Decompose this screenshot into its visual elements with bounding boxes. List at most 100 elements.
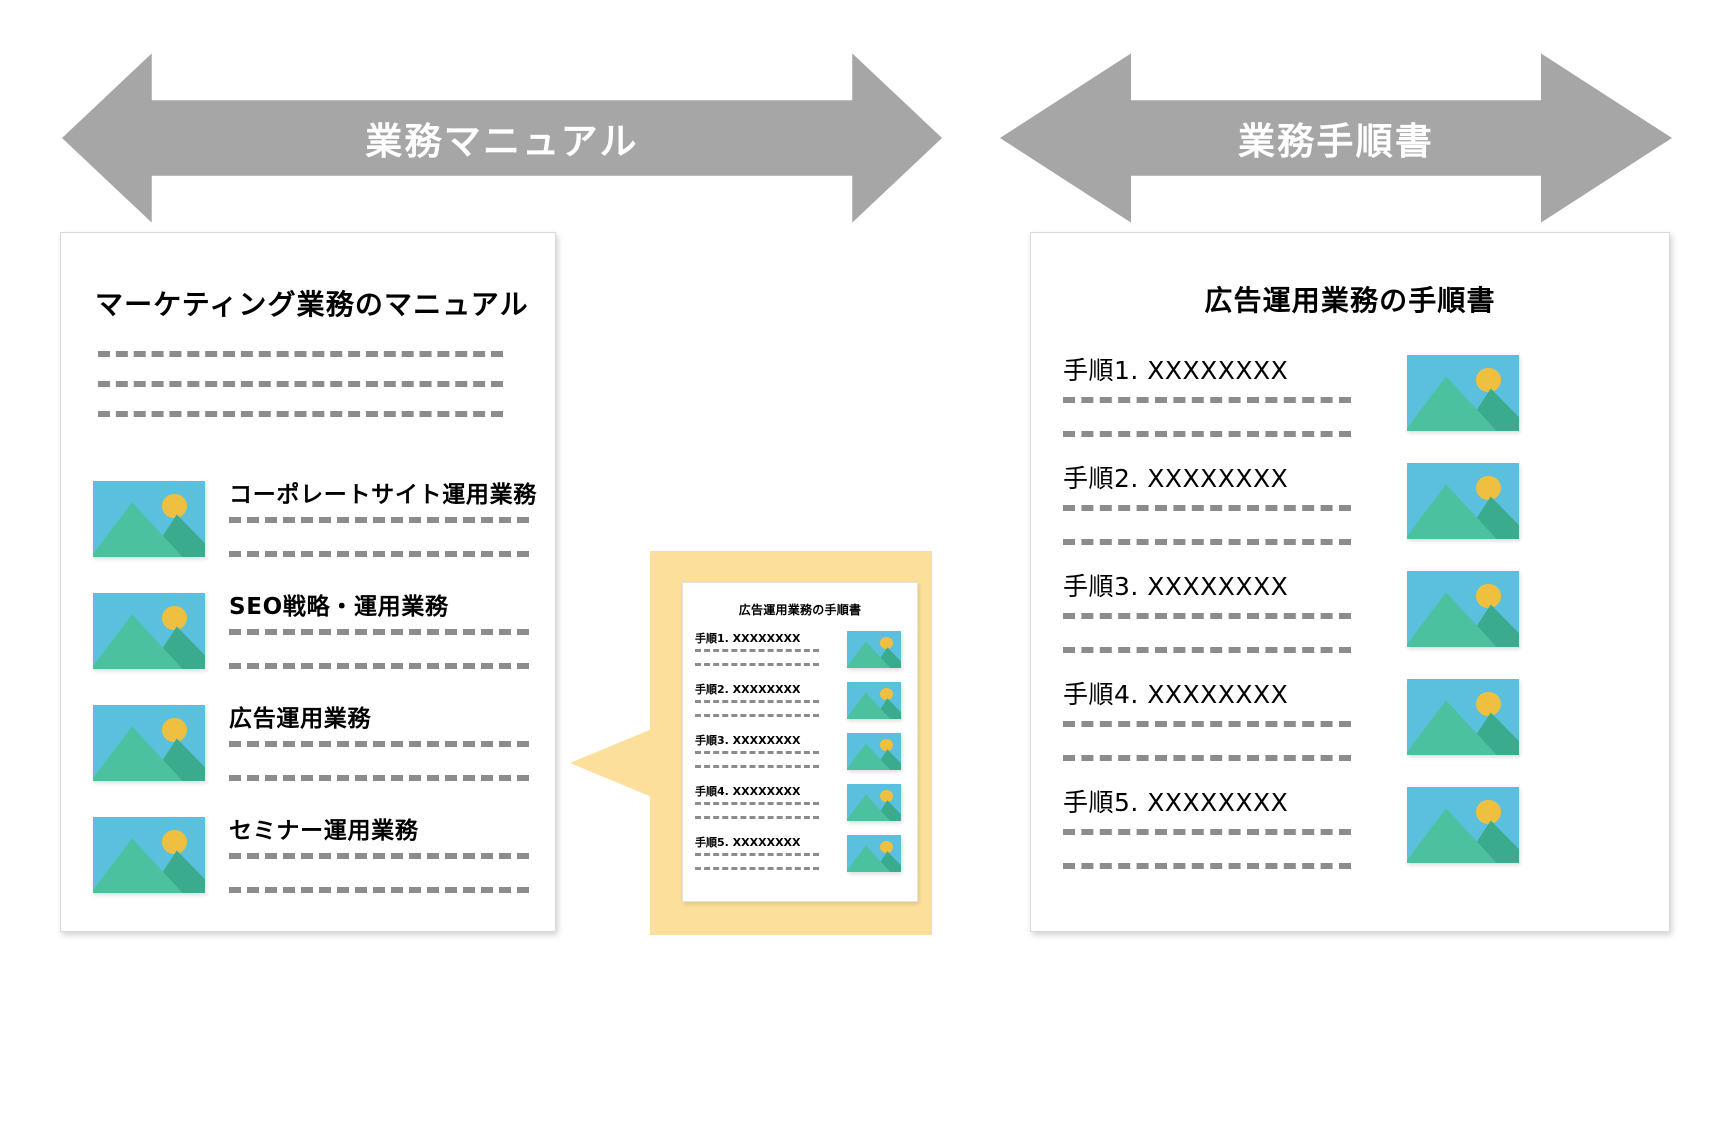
banner-label-procedure-document: 業務手順書 bbox=[1237, 120, 1435, 163]
image-placeholder-icon bbox=[93, 593, 205, 669]
sun-shape bbox=[162, 493, 188, 519]
mini-procedure-document-title: 広告運用業務の手順書 bbox=[738, 603, 862, 617]
callout-tail-arrow-icon bbox=[570, 729, 652, 797]
sun-shape bbox=[1476, 691, 1502, 717]
dashed-rule bbox=[695, 867, 819, 870]
sun-shape bbox=[1476, 475, 1502, 501]
dashed-rule bbox=[1063, 431, 1351, 437]
manual-document-card: マーケティング業務のマニュアル コーポレートサイト運用業務 bbox=[60, 232, 556, 932]
banner-label-business-manual: 業務マニュアル bbox=[365, 120, 639, 163]
step-label: 手順1. XXXXXXXX bbox=[695, 632, 801, 645]
dashed-rule bbox=[1063, 647, 1351, 653]
dashed-rule bbox=[229, 887, 529, 893]
dashed-rule bbox=[1063, 863, 1351, 869]
step-label: 手順5. XXXXXXXX bbox=[695, 836, 801, 849]
list-item: セミナー運用業務 bbox=[91, 809, 531, 917]
step-label: 手順3. XXXXXXXX bbox=[695, 734, 801, 747]
procedure-step-list: 手順1. XXXXXXXX 手順2. XXXXXXXX bbox=[1063, 351, 1649, 891]
image-placeholder-icon bbox=[93, 817, 205, 893]
dashed-rule bbox=[695, 765, 819, 768]
list-item: 手順1. XXXXXXXX bbox=[1063, 351, 1649, 457]
banner-arrow-business-manual: 業務マニュアル bbox=[62, 48, 942, 228]
banner-arrow-procedure-document: 業務手順書 bbox=[1000, 48, 1672, 228]
sun-shape bbox=[880, 840, 893, 854]
list-item-label: コーポレートサイト運用業務 bbox=[229, 482, 537, 508]
dashed-rule bbox=[229, 853, 529, 859]
step-label: 手順3. XXXXXXXX bbox=[1063, 572, 1289, 601]
sun-shape bbox=[880, 687, 893, 701]
mini-procedure-document-card: 広告運用業務の手順書 手順1. XXXXXXXX 手順2. XXXXXXXX bbox=[682, 582, 918, 902]
dashed-rule bbox=[695, 802, 819, 805]
dashed-rule bbox=[1063, 539, 1351, 545]
image-placeholder-icon bbox=[1407, 571, 1519, 647]
dashed-rule bbox=[695, 714, 819, 717]
image-placeholder-icon bbox=[1407, 787, 1519, 863]
list-item: 手順1. XXXXXXXX bbox=[695, 630, 909, 681]
dashed-rule bbox=[695, 663, 819, 666]
procedure-document-card: 広告運用業務の手順書 手順1. XXXXXXXX 手順2. XXXXXXXX bbox=[1030, 232, 1670, 932]
dashed-rule bbox=[98, 351, 503, 357]
dashed-rule bbox=[229, 741, 529, 747]
sun-shape bbox=[880, 738, 893, 752]
dashed-rule bbox=[1063, 755, 1351, 761]
step-label: 手順5. XXXXXXXX bbox=[1063, 788, 1289, 817]
dashed-rule bbox=[1063, 829, 1351, 835]
dashed-rule bbox=[229, 663, 529, 669]
list-item: 手順4. XXXXXXXX bbox=[695, 783, 909, 834]
list-item: 手順3. XXXXXXXX bbox=[1063, 567, 1649, 673]
dashed-rule bbox=[695, 700, 819, 703]
image-placeholder-icon bbox=[1407, 679, 1519, 755]
list-item: 手順2. XXXXXXXX bbox=[695, 681, 909, 732]
list-item: コーポレートサイト運用業務 bbox=[91, 473, 536, 581]
image-placeholder-icon bbox=[847, 733, 901, 770]
dashed-rule bbox=[1063, 721, 1351, 727]
list-item: SEO戦略・運用業務 bbox=[91, 585, 531, 693]
list-item: 手順2. XXXXXXXX bbox=[1063, 459, 1649, 565]
list-item: 広告運用業務 bbox=[91, 697, 531, 805]
dashed-rule bbox=[229, 775, 529, 781]
dashed-rule bbox=[1063, 613, 1351, 619]
image-placeholder-icon bbox=[847, 682, 901, 719]
manual-item-list: コーポレートサイト運用業務 SEO戦略・運用業務 bbox=[91, 473, 536, 921]
list-item: 手順5. XXXXXXXX bbox=[695, 834, 909, 885]
sun-shape bbox=[162, 605, 188, 631]
list-item: 手順3. XXXXXXXX bbox=[695, 732, 909, 783]
dashed-rule bbox=[98, 411, 503, 417]
list-item-label: セミナー運用業務 bbox=[229, 818, 419, 844]
image-placeholder-icon bbox=[847, 631, 901, 668]
sun-shape bbox=[880, 636, 893, 650]
sun-shape bbox=[162, 829, 188, 855]
image-placeholder-icon bbox=[93, 705, 205, 781]
procedure-document-title: 広告運用業務の手順書 bbox=[1204, 284, 1496, 317]
list-item-label: 広告運用業務 bbox=[229, 706, 372, 732]
dashed-rule bbox=[695, 751, 819, 754]
sun-shape bbox=[162, 717, 188, 743]
step-label: 手順4. XXXXXXXX bbox=[695, 785, 801, 798]
list-item-label: SEO戦略・運用業務 bbox=[229, 594, 449, 620]
sun-shape bbox=[880, 789, 893, 803]
image-placeholder-icon bbox=[847, 835, 901, 872]
sun-shape bbox=[1476, 583, 1502, 609]
list-item: 手順5. XXXXXXXX bbox=[1063, 783, 1649, 889]
dashed-rule bbox=[695, 853, 819, 856]
image-placeholder-icon bbox=[1407, 355, 1519, 431]
dashed-rule bbox=[695, 649, 819, 652]
dashed-rule bbox=[1063, 397, 1351, 403]
sun-shape bbox=[1476, 799, 1502, 825]
dashed-rule bbox=[98, 381, 503, 387]
sun-shape bbox=[1476, 367, 1502, 393]
step-label: 手順2. XXXXXXXX bbox=[695, 683, 801, 696]
image-placeholder-icon bbox=[847, 784, 901, 821]
callout-balloon: 広告運用業務の手順書 手順1. XXXXXXXX 手順2. XXXXXXXX bbox=[570, 551, 932, 935]
list-item: 手順4. XXXXXXXX bbox=[1063, 675, 1649, 781]
dashed-rule bbox=[229, 551, 529, 557]
dashed-rule bbox=[695, 816, 819, 819]
dashed-rule bbox=[1063, 505, 1351, 511]
step-label: 手順4. XXXXXXXX bbox=[1063, 680, 1289, 709]
image-placeholder-icon bbox=[93, 481, 205, 557]
step-label: 手順2. XXXXXXXX bbox=[1063, 464, 1289, 493]
dashed-rule bbox=[229, 629, 529, 635]
mini-step-list: 手順1. XXXXXXXX 手順2. XXXXXXXX bbox=[695, 630, 909, 885]
image-placeholder-icon bbox=[1407, 463, 1519, 539]
